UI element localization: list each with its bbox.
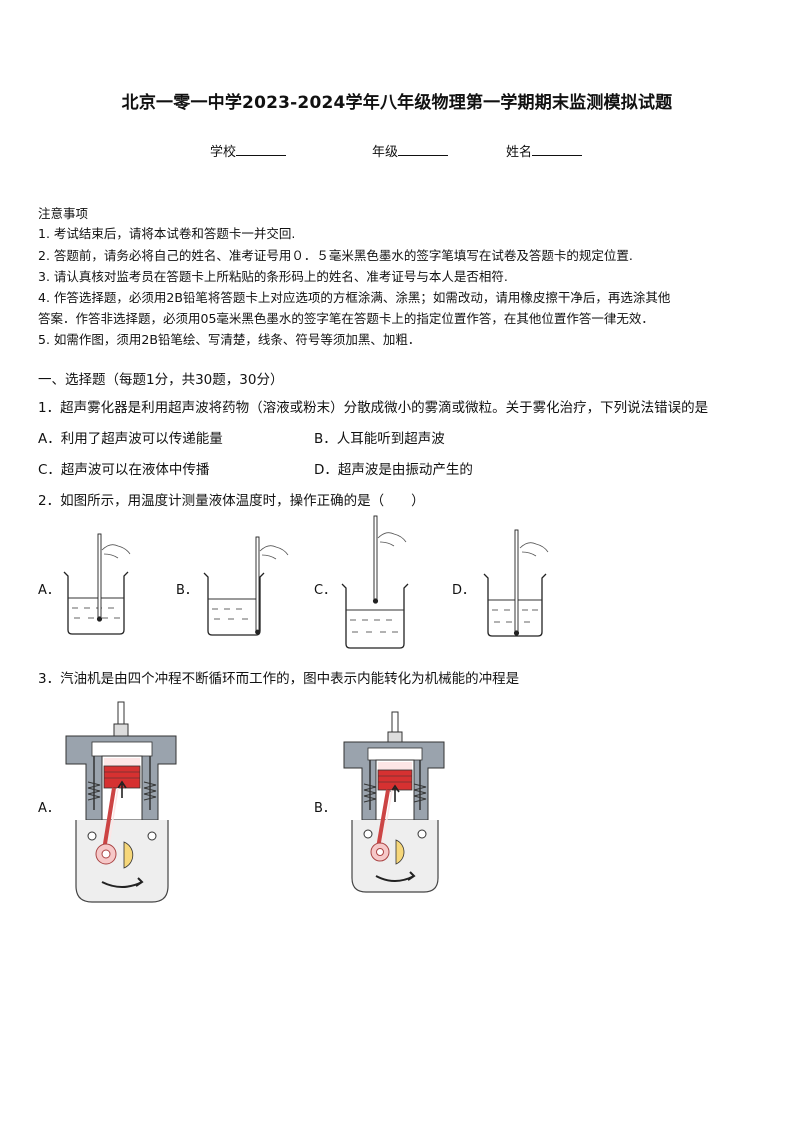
- q3-stem: 3．汽油机是由四个冲程不断循环而工作的，图中表示内能转化为机械能的冲程是: [38, 671, 520, 687]
- q3-label-b: B．: [314, 801, 336, 816]
- engine-a-figure: [65, 701, 177, 903]
- q2-label-c: C．: [314, 583, 337, 598]
- notice-item-4: 4. 作答选择题，必须用2B铅笔将答题卡上对应选项的方框涂满、涂黑；如需改动，请…: [38, 290, 671, 305]
- notice-heading: 注意事项: [38, 206, 89, 221]
- q1-option-a: A．利用了超声波可以传递能量: [38, 431, 223, 447]
- beaker-c-figure: [341, 515, 409, 649]
- school-field: 学校: [210, 141, 287, 160]
- grade-field: 年级: [372, 141, 449, 160]
- beaker-b-figure: [203, 536, 289, 636]
- name-label: 姓名: [506, 145, 533, 160]
- name-field: 姓名: [506, 141, 583, 160]
- page-title: 北京一零一中学2023-2024学年八年级物理第一学期期末监测模拟试题: [121, 93, 673, 113]
- q2-label-d: D．: [452, 583, 476, 598]
- q1-option-d: D．超声波是由振动产生的: [314, 462, 473, 478]
- notice-item-1: 1. 考试结束后，请将本试卷和答题卡一并交回.: [38, 226, 296, 241]
- q1-option-b: B．人耳能听到超声波: [314, 431, 445, 447]
- q1-option-c: C．超声波可以在液体中传播: [38, 462, 210, 478]
- q3-label-a: A．: [38, 801, 60, 816]
- notice-item-2: 2. 答题前，请务必将自己的姓名、准考证号用０．５毫米黑色墨水的签字笔填写在试卷…: [38, 248, 633, 263]
- q2-label-b: B．: [176, 583, 198, 598]
- q2-stem: 2．如图所示，用温度计测量液体温度时，操作正确的是（ ）: [38, 493, 425, 509]
- notice-item-4-cont: 答案．作答非选择题，必须用05毫米黑色墨水的签字笔在答题卡上的指定位置作答，在其…: [38, 311, 654, 326]
- name-blank: [532, 143, 583, 156]
- notice-item-5: 5. 如需作图，须用2B铅笔绘、写清楚，线条、符号等须加黑、加粗．: [38, 332, 421, 347]
- beaker-d-figure: [483, 529, 549, 637]
- grade-blank: [398, 143, 449, 156]
- school-label: 学校: [210, 145, 237, 160]
- engine-b-figure: [343, 711, 445, 893]
- section-heading: 一、选择题（每题1分，共30题，30分）: [38, 372, 284, 388]
- notice-item-3: 3. 请认真核对监考员在答题卡上所粘贴的条形码上的姓名、准考证号与本人是否相符.: [38, 269, 508, 284]
- q1-stem: 1．超声雾化器是利用超声波将药物（溶液或粉末）分散成微小的雾滴或微粒。关于雾化治…: [38, 400, 709, 416]
- beaker-a-figure: [63, 533, 131, 635]
- grade-label: 年级: [372, 145, 399, 160]
- school-blank: [236, 143, 287, 156]
- q2-label-a: A．: [38, 583, 60, 598]
